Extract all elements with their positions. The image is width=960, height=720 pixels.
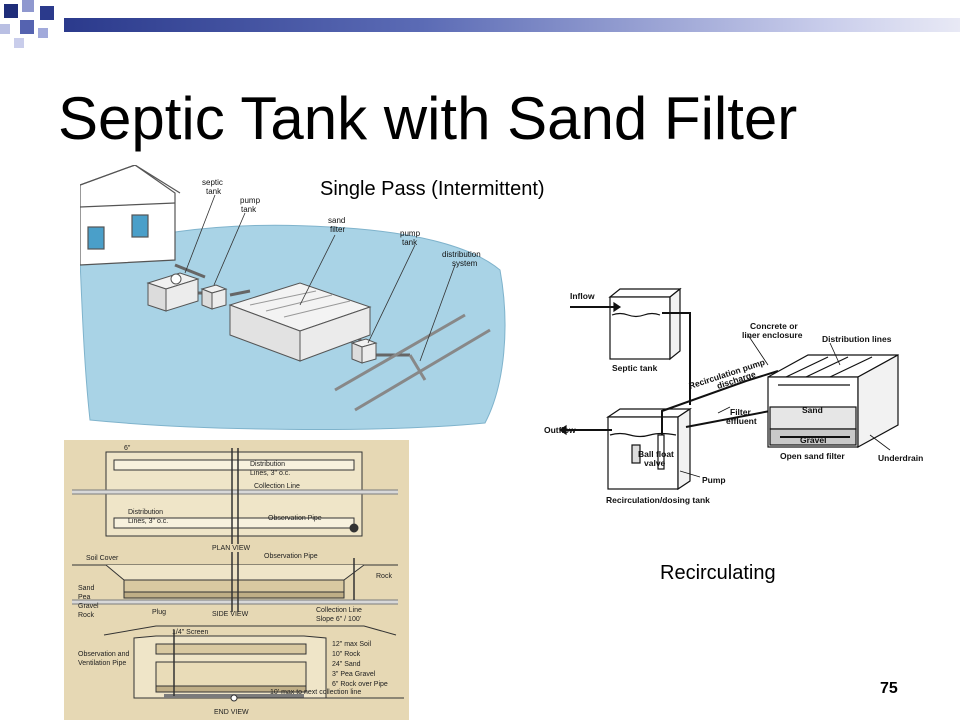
label-open-sand-filter: Open sand filter [780, 451, 845, 461]
label-side-rock-left: Rock [78, 612, 94, 619]
label-side-collection-1: Collection Line [316, 607, 362, 614]
label-plan-dist-bottom-2: Lines, 3" o.c. [128, 518, 168, 525]
label-septic-tank-1: septic [202, 178, 223, 187]
slide-number: 75 [880, 680, 898, 697]
label-end-layer-4: 3" Pea Gravel [332, 671, 376, 678]
label-side-rock-right: Rock [376, 573, 392, 580]
label-end-max-dist: 10' max to next collection line [270, 689, 361, 696]
label-plan-dist-top-1: Distribution [250, 461, 285, 468]
label-gravel: Gravel [800, 435, 826, 445]
label-side-collection-2: Slope 6" / 100' [316, 616, 361, 623]
label-side-observation: Observation Pipe [264, 553, 318, 560]
label-septic-tank-2: tank [206, 187, 222, 196]
label-ball-float-1: Ball float [638, 449, 674, 459]
label-plan-spacing: 6" [124, 445, 131, 452]
slide-title: Septic Tank with Sand Filter [58, 85, 798, 152]
label-pump-tank-1a: pump [240, 196, 261, 205]
label-outflow: Outflow [544, 425, 576, 435]
label-dosing-tank: Recirculation/dosing tank [606, 495, 710, 505]
caption-single-pass: Single Pass (Intermittent) [320, 178, 545, 200]
label-plan-observation: Observation Pipe [268, 515, 322, 522]
label-pump-tank-2a: pump [400, 229, 421, 238]
label-pump-tank-2b: tank [402, 238, 418, 247]
label-ball-float-2: valve [644, 458, 666, 468]
label-end-obs-vent-2: Ventilation Pipe [78, 660, 126, 667]
corner-decoration [0, 0, 70, 50]
label-end-view: END VIEW [214, 709, 249, 716]
header-rule [64, 18, 960, 32]
label-filter-effluent-1: Filter [730, 407, 751, 417]
label-sand: Sand [802, 405, 823, 415]
label-distribution-lines: Distribution lines [822, 334, 892, 344]
label-inflow: Inflow [570, 291, 595, 301]
sand-filter-section-views: 6" Distribution Lines, 3" o.c. Collectio… [64, 440, 409, 720]
label-concrete-1: Concrete or [750, 321, 798, 331]
label-filter-effluent-2: effluent [726, 416, 757, 426]
label-septic-tank: Septic tank [612, 363, 658, 373]
label-plan-dist-top-2: Lines, 3" o.c. [250, 470, 290, 477]
label-end-obs-vent-1: Observation and [78, 651, 129, 658]
label-side-gravel: Gravel [78, 603, 99, 610]
caption-recirculating: Recirculating [660, 562, 776, 584]
label-end-screen: 1/4" Screen [172, 629, 208, 636]
label-underdrain: Underdrain [878, 453, 923, 463]
label-end-layer-2: 10" Rock [332, 651, 361, 658]
label-side-view: SIDE VIEW [212, 611, 249, 618]
recirculating-diagram: Inflow Septic tank Outflow Ball float va… [544, 287, 923, 505]
label-plan-collection: Collection Line [254, 483, 300, 490]
label-side-soil-cover: Soil Cover [86, 555, 119, 562]
label-pump: Pump [702, 475, 726, 485]
label-sand-filter-1: sand [328, 216, 345, 225]
label-plan-view: PLAN VIEW [212, 545, 251, 552]
label-distribution-1: distribution [442, 250, 481, 259]
label-distribution-2: system [452, 259, 478, 268]
single-pass-diagram: septic tank pump tank sand filter pump t… [80, 165, 506, 430]
label-plan-dist-bottom-1: Distribution [128, 509, 163, 516]
label-concrete-2: liner enclosure [742, 330, 803, 340]
label-end-layer-5: 6" Rock over Pipe [332, 681, 388, 688]
label-side-pea: Pea [78, 594, 91, 601]
label-side-plug: Plug [152, 609, 166, 616]
label-pump-tank-1b: tank [241, 205, 257, 214]
label-end-layer-3: 24" Sand [332, 661, 361, 668]
label-side-sand: Sand [78, 585, 94, 592]
label-sand-filter-2: filter [330, 225, 345, 234]
label-end-layer-1: 12" max Soil [332, 641, 372, 648]
